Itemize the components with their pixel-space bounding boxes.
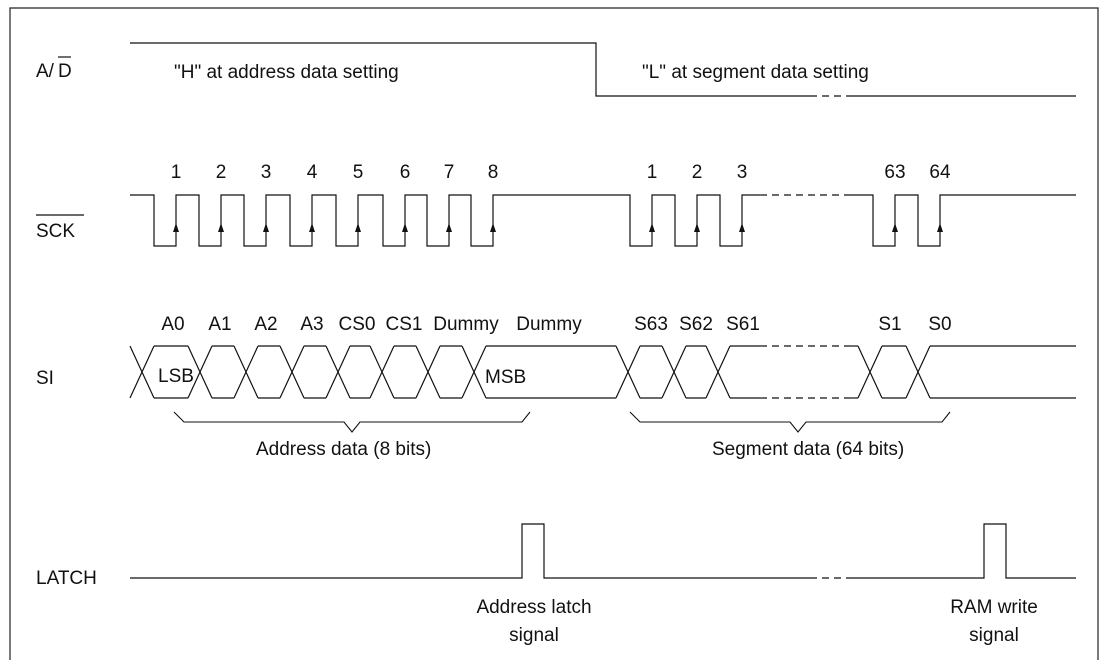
sck-line-main xyxy=(130,194,760,247)
address-latch-line2: signal xyxy=(509,625,559,646)
latch-waveform-a xyxy=(130,523,810,579)
address-latch-line1: Address latch xyxy=(476,597,591,618)
sck-rising-edge-arrow xyxy=(937,223,943,232)
si-transition xyxy=(325,345,351,399)
si-address-bit-label: CS1 xyxy=(386,314,423,335)
msb-label: MSB xyxy=(485,367,526,388)
address-data-brace xyxy=(173,411,531,433)
sck-pulse-number: 3 xyxy=(261,162,272,183)
sck-waveform xyxy=(130,194,1076,247)
sck-rising-edge-arrow xyxy=(309,223,315,232)
sck-rising-edge-arrow xyxy=(218,223,224,232)
si-label: SI xyxy=(36,368,54,389)
ad-label-d: D xyxy=(58,61,72,82)
sck-rising-edge-arrow xyxy=(649,223,655,232)
sck-rising-edge-arrow xyxy=(892,223,898,232)
sck-pulse-number: 3 xyxy=(737,162,748,183)
si-transition xyxy=(415,345,441,399)
si-transition xyxy=(661,345,687,399)
ad-high-note: "H" at address data setting xyxy=(174,62,399,83)
sck-pulse-number: 1 xyxy=(171,162,182,183)
segment-data-brace xyxy=(629,411,951,433)
sck-pulse-number: 6 xyxy=(400,162,411,183)
ad-low-note: "L" at segment data setting xyxy=(642,62,869,83)
ad-waveform xyxy=(130,42,810,97)
si-transition xyxy=(705,345,731,399)
sck-rising-edge-arrow xyxy=(402,223,408,232)
segment-data-label: Segment data (64 bits) xyxy=(712,439,904,460)
sck-rising-edge-arrow xyxy=(173,223,179,232)
si-transition xyxy=(461,345,487,399)
si-bit-labels: A0 A1 A2 A3 CS0 CS1 Dummy Dummy S63 S62 S61 S1 S0 xyxy=(161,314,951,335)
latch-waveform-b xyxy=(850,523,1076,579)
si-address-bit-label: A1 xyxy=(208,314,231,335)
si-segment-bit-label: S62 xyxy=(679,314,713,335)
sck-label: SCK xyxy=(36,221,75,242)
si-transition xyxy=(369,345,395,399)
sck-rising-edge-arrow xyxy=(355,223,361,232)
sck-rising-edge-arrow xyxy=(694,223,700,232)
si-address-bit-label: Dummy xyxy=(433,314,499,335)
sck-pulse-number: 5 xyxy=(353,162,364,183)
sck-pulse-number: 2 xyxy=(216,162,227,183)
sck-pulse-number: 1 xyxy=(647,162,658,183)
ad-label-a: A/ xyxy=(36,61,55,82)
sck-line-end xyxy=(850,194,1076,247)
si-segment-bit-label: S63 xyxy=(634,314,668,335)
si-address-bit-label: A3 xyxy=(300,314,323,335)
sck-rising-edge-arrow xyxy=(739,223,745,232)
sck-pulse-number: 2 xyxy=(692,162,703,183)
si-waveform xyxy=(129,345,1076,399)
address-data-label: Address data (8 bits) xyxy=(256,439,431,460)
si-address-bit-label: CS0 xyxy=(339,314,376,335)
sck-pulse-number: 7 xyxy=(444,162,455,183)
ram-write-line1: RAM write xyxy=(950,597,1038,618)
sck-rising-edge-arrow xyxy=(263,223,269,232)
sck-pulse-number: 63 xyxy=(884,162,905,183)
si-address-bit-label: A0 xyxy=(161,314,184,335)
sck-rising-edge-arrow xyxy=(490,223,496,232)
sck-pulse-number: 64 xyxy=(929,162,951,183)
si-address-bit-label: Dummy xyxy=(516,314,582,335)
si-transition xyxy=(187,345,213,399)
sck-pulse-number: 8 xyxy=(488,162,499,183)
diagram-frame xyxy=(9,7,1099,660)
si-segment-bit-label: S0 xyxy=(928,314,951,335)
si-transition xyxy=(857,345,883,399)
ram-write-line2: signal xyxy=(969,625,1019,646)
si-address-bit-label: A2 xyxy=(254,314,277,335)
si-transition xyxy=(615,345,641,399)
si-transition xyxy=(279,345,305,399)
lsb-label: LSB xyxy=(158,366,194,387)
si-transition xyxy=(129,345,155,399)
si-segment-bit-label: S1 xyxy=(878,314,901,335)
sck-pulse-number: 4 xyxy=(307,162,318,183)
sck-rising-edge-arrow xyxy=(446,223,452,232)
sck-pulse-numbers: 1 2 3 4 5 6 7 8 1 2 3 63 64 xyxy=(171,162,951,183)
si-segment-bit-label: S61 xyxy=(726,314,760,335)
si-transition xyxy=(905,345,931,399)
latch-label: LATCH xyxy=(36,568,97,589)
si-transition xyxy=(233,345,259,399)
